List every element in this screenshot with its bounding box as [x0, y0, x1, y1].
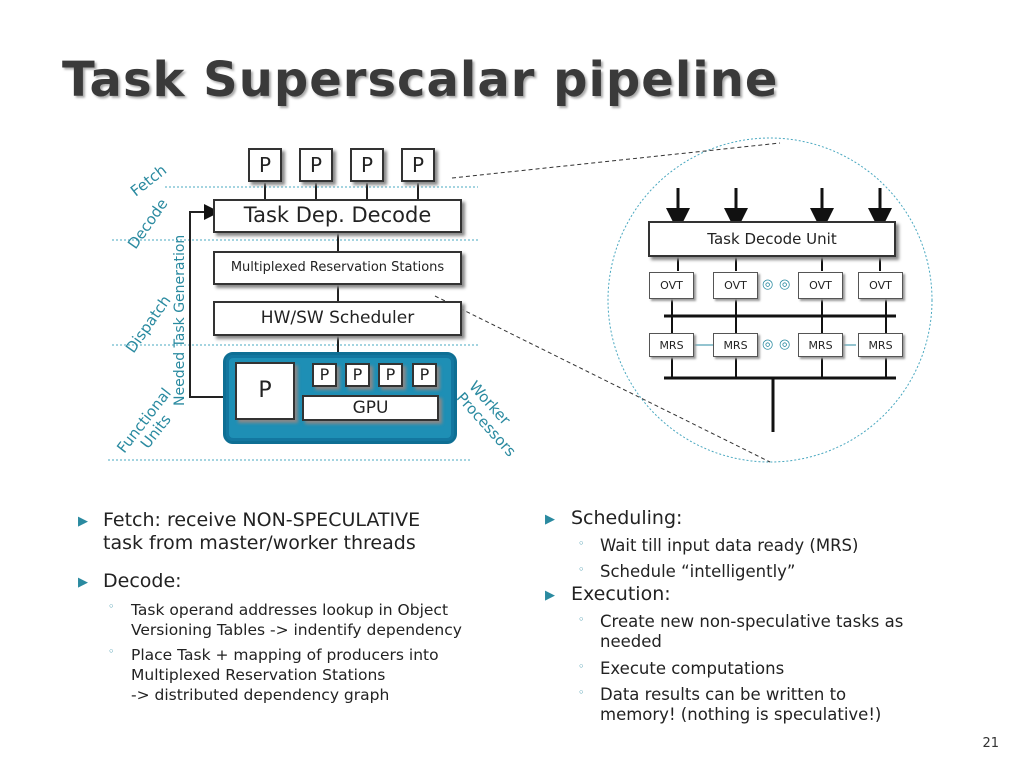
multiplexed-reservation-stations-box: Multiplexed Reservation Stations — [213, 251, 462, 285]
fetch-processor: P — [401, 148, 435, 182]
gpu-processor: P — [345, 363, 370, 387]
sub-bullet-icon: ◦ — [578, 563, 585, 576]
ovt-box: OVT — [713, 272, 758, 299]
ellipsis-dot-icon: ◎ — [762, 337, 774, 352]
gpu-processor: P — [378, 363, 403, 387]
sub-bullet-data-results: Data results can be written to memory! (… — [600, 685, 882, 724]
sub-bullet-icon: ◦ — [108, 645, 115, 658]
mrs-box: MRS — [798, 333, 843, 357]
gpu-box: GPU — [302, 395, 439, 421]
task-dep-decode-box: Task Dep. Decode — [213, 199, 462, 233]
sub-bullet-ovt-lookup: Task operand addresses lookup in Object … — [131, 601, 462, 639]
sub-bullet-schedule: Schedule “intelligently” — [600, 562, 796, 581]
mrs-box: MRS — [858, 333, 903, 357]
mrs-box: MRS — [713, 333, 758, 357]
gpu-processor: P — [412, 363, 437, 387]
ellipsis-dot-icon: ◎ — [762, 277, 774, 292]
ellipsis-dot-icon: ◎ — [779, 337, 791, 352]
big-processor: P — [235, 362, 295, 420]
ovt-box: OVT — [858, 272, 903, 299]
bullet-arrow-icon: ▶ — [78, 514, 88, 529]
detail-circle — [607, 137, 933, 463]
needed-task-generation-label: Needed Task Generation — [172, 234, 188, 406]
fetch-processor: P — [248, 148, 282, 182]
hw-sw-scheduler-box: HW/SW Scheduler — [213, 301, 462, 336]
bullet-arrow-icon: ▶ — [78, 575, 88, 590]
zoom-line-bottom — [434, 295, 771, 463]
sub-bullet-icon: ◦ — [108, 600, 115, 613]
bullet-execution: Execution: — [571, 583, 671, 605]
task-decode-unit: Task Decode Unit — [648, 221, 896, 257]
sub-bullet-icon: ◦ — [578, 686, 585, 699]
fetch-processor: P — [299, 148, 333, 182]
ovt-box: OVT — [649, 272, 694, 299]
slide-title: Task Superscalar pipeline — [62, 52, 779, 108]
bullet-fetch: Fetch: receive NON-SPECULATIVE task from… — [103, 509, 421, 554]
ovt-box: OVT — [798, 272, 843, 299]
sub-bullet-create-tasks: Create new non-speculative tasks as need… — [600, 612, 904, 651]
sub-bullet-execute: Execute computations — [600, 659, 785, 678]
sub-bullet-wait: Wait till input data ready (MRS) — [600, 536, 859, 555]
sub-bullet-icon: ◦ — [578, 660, 585, 673]
sub-bullet-icon: ◦ — [578, 613, 585, 626]
bullet-arrow-icon: ▶ — [545, 512, 555, 527]
fetch-processor: P — [350, 148, 384, 182]
bullet-decode: Decode: — [103, 570, 182, 592]
bullet-arrow-icon: ▶ — [545, 588, 555, 603]
sub-bullet-place-task: Place Task + mapping of producers into M… — [131, 646, 439, 704]
ellipsis-dot-icon: ◎ — [779, 277, 791, 292]
zoom-line-top — [451, 142, 781, 179]
bullet-scheduling: Scheduling: — [571, 507, 683, 529]
page-number: 21 — [982, 736, 999, 751]
mrs-box: MRS — [649, 333, 694, 357]
sub-bullet-icon: ◦ — [578, 537, 585, 550]
gpu-processor: P — [312, 363, 337, 387]
